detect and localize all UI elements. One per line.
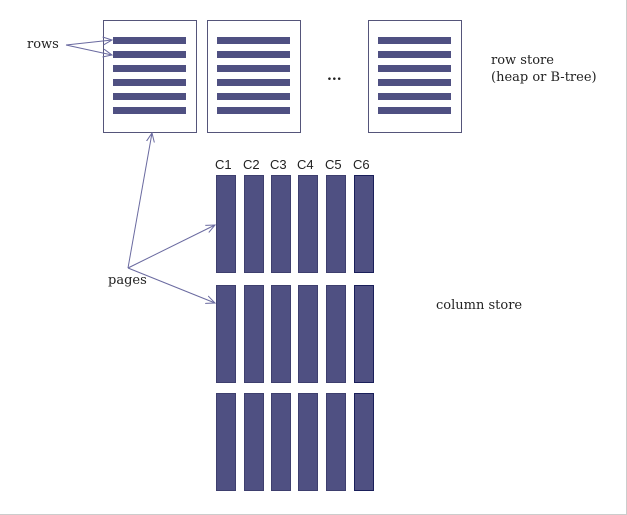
column-segment bbox=[271, 393, 291, 491]
row-bar bbox=[113, 107, 186, 114]
column-label-c2: C2 bbox=[243, 157, 260, 172]
row-bar bbox=[378, 65, 451, 72]
row-bar bbox=[378, 79, 451, 86]
column-segment bbox=[326, 393, 346, 491]
row-store-sublabel: (heap or B-tree) bbox=[491, 70, 597, 85]
rows-label: rows bbox=[27, 37, 59, 52]
row-bar bbox=[217, 93, 290, 100]
row-bar bbox=[378, 107, 451, 114]
rows-arrow-2 bbox=[65, 44, 112, 55]
row-bar bbox=[217, 37, 290, 44]
column-segment bbox=[244, 393, 264, 491]
column-label-c3: C3 bbox=[270, 157, 287, 172]
row-bar bbox=[113, 79, 186, 86]
row-bar bbox=[113, 37, 186, 44]
column-segment bbox=[216, 285, 236, 383]
column-segment bbox=[244, 175, 264, 273]
row-bar bbox=[113, 51, 186, 58]
column-label-c5: C5 bbox=[325, 157, 342, 172]
column-segment bbox=[216, 393, 236, 491]
column-segment bbox=[216, 175, 236, 273]
column-segment bbox=[244, 285, 264, 383]
column-label-c1: C1 bbox=[215, 157, 232, 172]
row-bar bbox=[217, 79, 290, 86]
column-segment bbox=[326, 285, 346, 383]
pages-arrow-rowstore bbox=[127, 133, 152, 269]
column-label-c4: C4 bbox=[297, 157, 314, 172]
column-segment bbox=[298, 393, 318, 491]
pages-arrow-colpage-1 bbox=[127, 225, 215, 269]
row-bar bbox=[217, 107, 290, 114]
column-segment bbox=[271, 175, 291, 273]
row-bar bbox=[378, 37, 451, 44]
row-bar bbox=[217, 65, 290, 72]
pages-arrow-colpage-2 bbox=[127, 267, 215, 303]
column-label-c6: C6 bbox=[353, 157, 370, 172]
row-bar bbox=[217, 51, 290, 58]
column-segment bbox=[326, 175, 346, 273]
rows-arrow-1 bbox=[65, 40, 112, 46]
column-segment bbox=[298, 285, 318, 383]
column-segment bbox=[298, 175, 318, 273]
column-segment bbox=[271, 285, 291, 383]
row-bar bbox=[113, 93, 186, 100]
column-segment bbox=[354, 285, 374, 383]
column-store-label: column store bbox=[436, 298, 523, 313]
row-store-label: row store bbox=[491, 53, 554, 68]
column-segment bbox=[354, 393, 374, 491]
row-bar bbox=[378, 51, 451, 58]
pages-label: pages bbox=[108, 273, 147, 288]
row-bar bbox=[378, 93, 451, 100]
ellipsis: ... bbox=[327, 68, 342, 84]
column-segment bbox=[354, 175, 374, 273]
row-bar bbox=[113, 65, 186, 72]
